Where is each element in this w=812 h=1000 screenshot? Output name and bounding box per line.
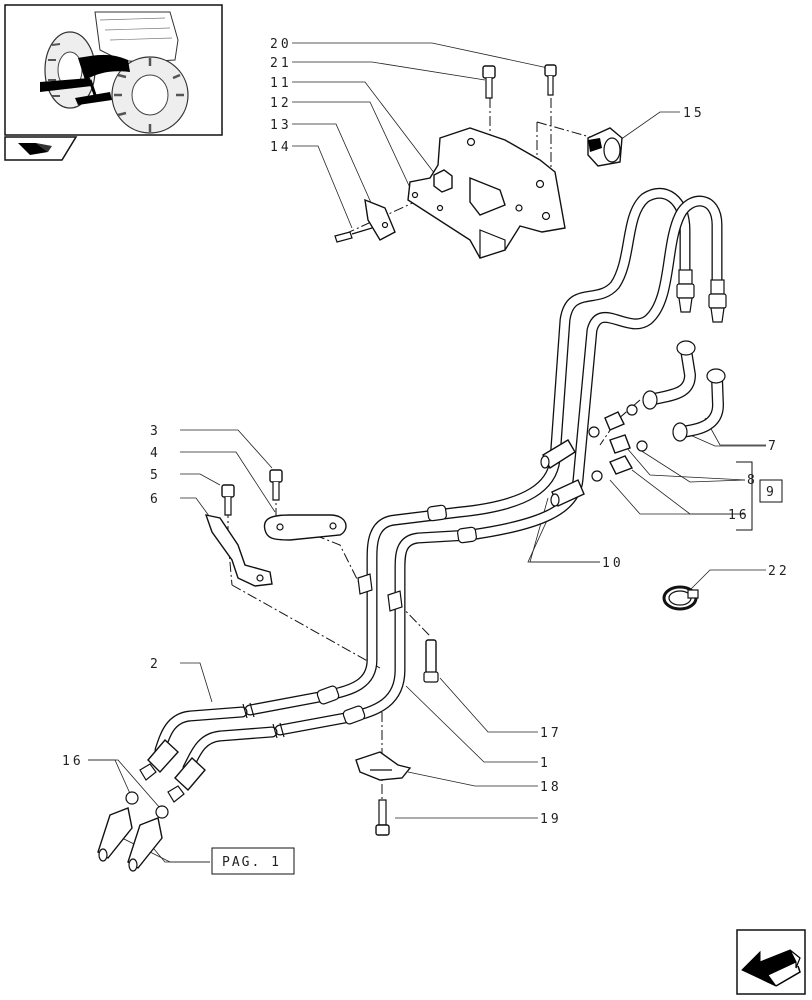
ref-bracket-9 — [736, 461, 753, 531]
callout-16-upper: 16 — [728, 508, 750, 523]
bracket-6 — [204, 514, 273, 587]
mounting-bracket — [407, 127, 566, 259]
ref-box-9 — [759, 479, 783, 503]
callout-4: 4 — [150, 446, 158, 461]
callout-13: 13 — [270, 118, 292, 133]
fittings-8-16 — [588, 404, 648, 482]
page-ref-box — [211, 847, 295, 875]
callout-21: 21 — [270, 56, 292, 71]
hose-break-marks — [242, 702, 285, 739]
bolt-21 — [482, 65, 496, 99]
callout-1: 1 — [540, 756, 548, 771]
hose-clips — [357, 573, 403, 612]
callout-15: 15 — [683, 106, 705, 121]
callout-11: 11 — [270, 76, 292, 91]
callout-5: 5 — [150, 468, 158, 483]
bolt-19 — [375, 799, 390, 836]
tractor-thumbnail-icon — [4, 4, 223, 136]
callout-19: 19 — [540, 812, 562, 827]
adapter-10 — [540, 439, 585, 507]
callout-7: 7 — [768, 439, 776, 454]
callout-8: 8 — [747, 473, 755, 488]
callout-2: 2 — [150, 657, 158, 672]
callout-22: 22 — [768, 564, 790, 579]
callout-18: 18 — [540, 780, 562, 795]
callout-numbers: 20 21 11 12 13 14 15 7 8 9 16 10 22 3 4 … — [62, 37, 790, 870]
callout-17: 17 — [540, 726, 562, 741]
quick-coupler-15 — [587, 127, 623, 167]
callout-10: 10 — [602, 556, 624, 571]
callout-20: 20 — [270, 37, 292, 52]
hose-end-fittings — [97, 738, 206, 872]
callout-12: 12 — [270, 96, 292, 111]
hose-pipes — [154, 187, 724, 774]
spacer-11 — [433, 169, 453, 193]
plate-4 — [263, 514, 347, 541]
page-reference[interactable]: PAG. 1 — [222, 855, 281, 870]
bolt-14 — [334, 227, 373, 243]
bolt-5 — [221, 484, 235, 516]
hose-clamp-22 — [662, 585, 699, 611]
callout-14: 14 — [270, 140, 292, 155]
callout-3: 3 — [150, 424, 158, 439]
bolt-20 — [544, 64, 557, 96]
bracket-13 — [364, 198, 396, 241]
leader-lines — [88, 42, 766, 863]
bolt-3 — [269, 469, 283, 501]
callout-16-lower: 16 — [62, 754, 84, 769]
bolt-17 — [423, 639, 439, 683]
hose-ferrules — [316, 269, 727, 725]
next-page-arrow-icon[interactable] — [736, 929, 806, 995]
book-index-icon[interactable] — [4, 136, 78, 161]
callout-9: 9 — [766, 485, 774, 500]
clamp-18 — [355, 751, 412, 781]
callout-6: 6 — [150, 492, 158, 507]
